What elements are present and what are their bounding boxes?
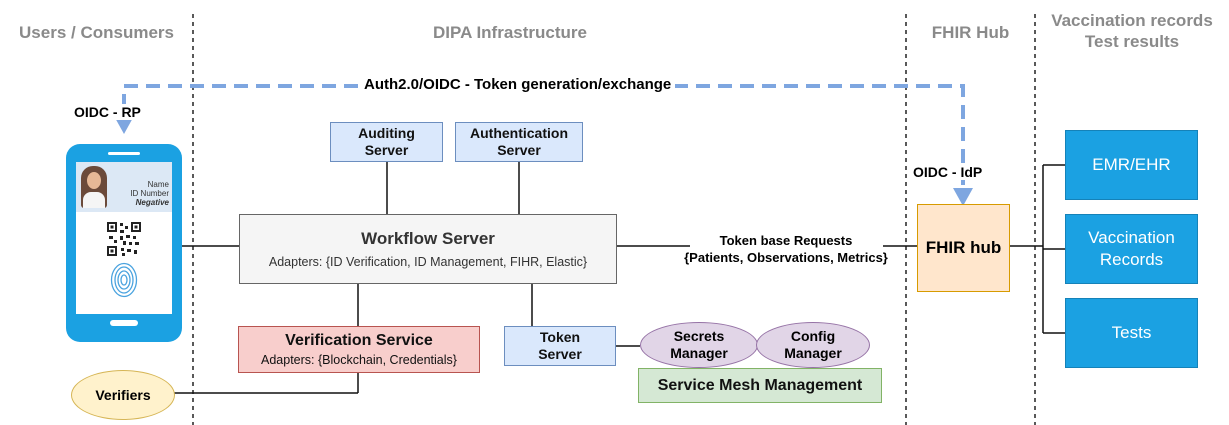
authentication-server-line2: Server [497, 142, 541, 158]
verifiers-label: Verifiers [95, 386, 151, 403]
token-requests-label: Token base Requests {Patients, Observati… [650, 232, 922, 266]
vaccination-records-line1: Vaccination [1088, 228, 1175, 247]
config-manager: Config Manager [756, 322, 870, 368]
id-name: Name [147, 180, 169, 189]
avatar [81, 166, 107, 208]
service-mesh-management: Service Mesh Management [638, 368, 882, 403]
config-manager-line1: Config [790, 328, 836, 344]
auth-arrow-head-left [114, 116, 134, 134]
auditing-server: Auditing Server [330, 122, 443, 162]
token-requests-line1: Token base Requests [719, 233, 853, 248]
emr-ehr: EMR/EHR [1065, 130, 1198, 200]
section-fhir-hub: FHIR Hub [931, 23, 1010, 42]
phone-home-button[interactable] [110, 320, 138, 326]
config-manager-line2: Manager [784, 345, 842, 361]
token-server-line2: Server [538, 346, 582, 362]
authentication-server: Authentication Server [455, 122, 583, 162]
workflow-server-title: Workflow Server [361, 229, 495, 248]
verification-service-title: Verification Service [285, 332, 433, 349]
verification-service: Verification Service Adapters: {Blockcha… [238, 326, 480, 373]
id-status: Negative [135, 198, 169, 207]
verification-service-adapters: Adapters: {Blockchain, Credentials} [261, 353, 457, 367]
auth-arrow-head-right [953, 188, 973, 206]
fingerprint-icon [110, 262, 138, 298]
id-number: ID Number [130, 189, 169, 198]
auth-label: Auth2.0/OIDC - Token generation/exchange [360, 76, 676, 93]
token-server: Token Server [504, 326, 616, 366]
section-dipa-infrastructure: DIPA Infrastructure [433, 23, 587, 42]
auditing-server-line2: Server [364, 142, 409, 158]
auditing-server-line1: Auditing [358, 125, 415, 141]
token-requests-line2: {Patients, Observations, Metrics} [684, 250, 888, 265]
section-records: Vaccination records Test results [1035, 10, 1229, 52]
secrets-manager-line1: Secrets [673, 328, 725, 344]
tests-label: Tests [1111, 323, 1152, 342]
section-users-consumers: Users / Consumers [19, 23, 174, 42]
id-card: Name ID Number Negative [76, 162, 172, 212]
phone-device: Name ID Number Negative [66, 144, 182, 342]
vaccination-records-line2: Records [1099, 250, 1164, 269]
vaccination-records: Vaccination Records [1065, 214, 1198, 284]
oidc-rp-label: OIDC - RP [74, 104, 141, 120]
oidc-idp-label: OIDC - IdP [913, 164, 983, 180]
tests: Tests [1065, 298, 1198, 368]
authentication-server-line1: Authentication [470, 125, 568, 141]
token-server-line1: Token [539, 329, 581, 345]
workflow-server-adapters: Adapters: {ID Verification, ID Managemen… [268, 255, 588, 269]
id-card-text: Name ID Number Negative [130, 180, 169, 207]
service-mesh-label: Service Mesh Management [657, 376, 863, 394]
phone-speaker [108, 152, 140, 155]
section-records-line1: Vaccination records [1051, 11, 1213, 30]
emr-ehr-label: EMR/EHR [1092, 155, 1171, 174]
fhir-hub: FHIR hub [917, 204, 1010, 292]
fhir-hub-label: FHIR hub [925, 238, 1002, 257]
workflow-server: Workflow Server Adapters: {ID Verificati… [239, 214, 617, 284]
secrets-manager: Secrets Manager [640, 322, 758, 368]
verifiers: Verifiers [71, 370, 175, 420]
phone-screen: Name ID Number Negative [76, 162, 172, 314]
secrets-manager-line2: Manager [670, 345, 728, 361]
qr-code-icon [107, 222, 141, 256]
section-records-line2: Test results [1084, 32, 1180, 51]
